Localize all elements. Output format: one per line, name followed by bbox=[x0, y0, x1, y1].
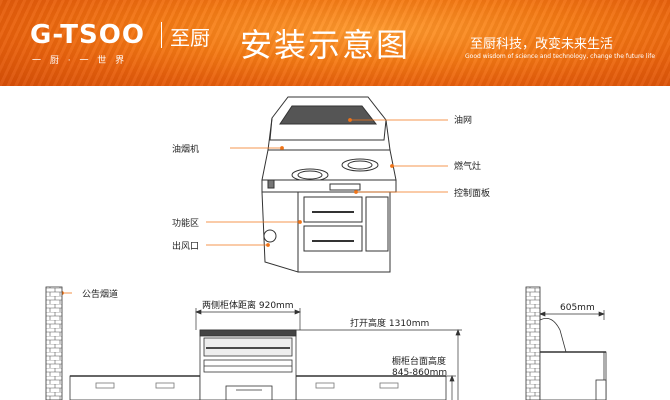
integrated-stove-illustration bbox=[261, 96, 397, 273]
cabinet-side bbox=[261, 191, 299, 273]
label-public-flue: 公告烟道 bbox=[82, 288, 118, 300]
side-cabinet-door bbox=[365, 196, 389, 252]
installation-diagram: 油网 油烟机 燃气灶 控制面板 功能区 出风口 公告烟道 bbox=[45, 96, 607, 400]
header-banner: G-TSOO 至厨 一 厨 · 一 世 界 安装示意图 至厨科技，改变未来生活 … bbox=[0, 0, 670, 86]
label-oil-net: 油网 bbox=[454, 114, 472, 126]
label-gas-stove: 燃气灶 bbox=[454, 160, 481, 172]
slogan-english: Good wisdom of science and technology, c… bbox=[465, 53, 656, 60]
label-range-hood: 油烟机 bbox=[172, 143, 199, 155]
dimension-lines bbox=[195, 308, 605, 400]
brand-subtitle: 一 厨 · 一 世 界 bbox=[32, 56, 128, 66]
label-open-height: 打开高度 1310mm bbox=[350, 317, 429, 329]
drawer-upper bbox=[303, 196, 363, 223]
flue-wall-left bbox=[45, 286, 63, 400]
control-display bbox=[329, 183, 361, 191]
label-control-panel: 控制面板 bbox=[454, 187, 490, 199]
drawer-lower bbox=[303, 225, 363, 252]
label-air-outlet: 出风口 bbox=[172, 240, 199, 252]
label-function-area: 功能区 bbox=[172, 217, 199, 229]
stove-side-view bbox=[539, 317, 607, 400]
flue-wall-right bbox=[525, 286, 541, 400]
page-title: 安装示意图 bbox=[240, 26, 411, 64]
kitchen-cabinet-row bbox=[69, 329, 447, 400]
label-counter-height-value: 845-860mm bbox=[392, 368, 447, 378]
air-outlet bbox=[263, 229, 277, 243]
brand-logo: G-TSOO bbox=[30, 20, 145, 50]
label-depth: 605mm bbox=[560, 303, 595, 313]
hood-glass bbox=[279, 105, 378, 125]
label-side-distance: 两侧柜体距离 920mm bbox=[202, 299, 294, 311]
label-counter-height: 橱柜台面高度 bbox=[392, 355, 446, 367]
logo-divider bbox=[161, 22, 162, 48]
brand-name-cn: 至厨 bbox=[170, 26, 210, 50]
slogan: 至厨科技，改变未来生活 bbox=[470, 37, 614, 52]
callout-lines bbox=[60, 118, 448, 295]
